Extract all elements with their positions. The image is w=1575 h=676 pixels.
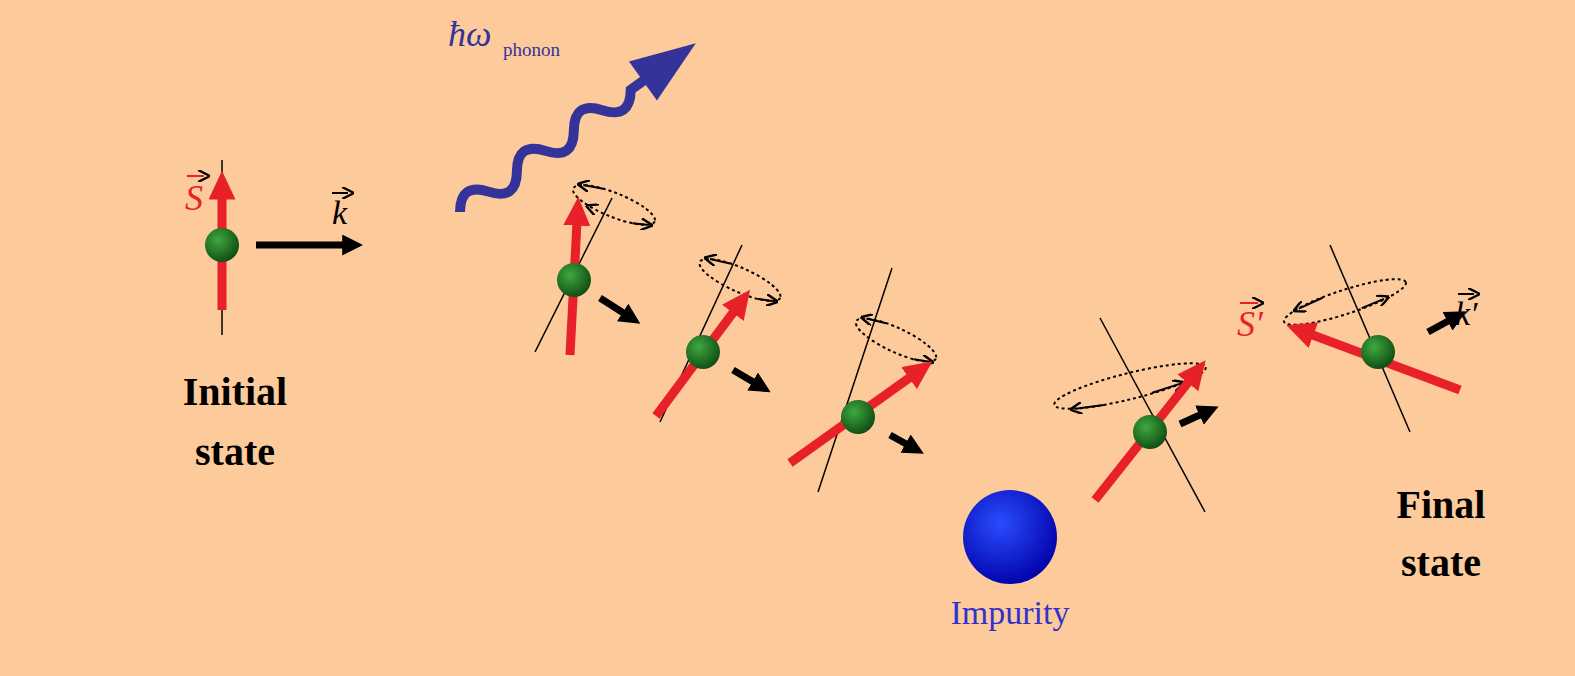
- spin-arrow: [1310, 334, 1460, 390]
- impurity-sphere: [963, 490, 1057, 584]
- precession-orbit: [1280, 271, 1409, 333]
- spin-arrow: [656, 310, 735, 416]
- precession-orbit: [569, 177, 660, 232]
- momentum-arrow: [733, 370, 755, 383]
- electron: [557, 263, 591, 297]
- precessing-electron: [656, 245, 785, 422]
- impurity-circle: [963, 490, 1057, 584]
- symbol-label: k′: [1455, 297, 1478, 331]
- vector-accents: [187, 176, 1474, 303]
- symbol-label: k: [332, 196, 347, 230]
- electron: [686, 335, 720, 369]
- vector-accent: [187, 175, 204, 177]
- impurity-node: Impurity: [963, 490, 1057, 584]
- initial-electron: [205, 160, 345, 335]
- phonon-wave: [446, 24, 710, 232]
- state-label: Final state: [1356, 476, 1526, 592]
- momentum-arrow: [600, 298, 625, 314]
- wave-head: [629, 24, 710, 101]
- momentum-arrow: [1428, 320, 1450, 332]
- spin-axis: [1330, 245, 1410, 432]
- wave-line: [453, 68, 654, 221]
- momentum-arrow: [256, 242, 345, 249]
- symbol-label: ħω: [448, 16, 491, 52]
- precession-orbit: [695, 251, 785, 309]
- symbol-label: S′: [1237, 306, 1263, 342]
- vector-accent: [332, 192, 348, 194]
- state-label: Initial state: [150, 362, 320, 482]
- precessing-electron: [790, 268, 941, 492]
- precessing-electron: [1051, 318, 1209, 512]
- vector-accent: [1240, 302, 1258, 304]
- electron: [1361, 335, 1395, 369]
- impurity-label: Impurity: [951, 596, 1070, 630]
- precessing-electron: [535, 177, 659, 355]
- final-electron: [1280, 245, 1460, 432]
- electron: [841, 400, 875, 434]
- vector-accent: [1458, 293, 1474, 295]
- spin-axis: [1100, 318, 1205, 512]
- symbol-label: S: [185, 180, 203, 216]
- electron: [205, 228, 239, 262]
- spin-axis: [818, 268, 892, 492]
- symbol-label: phonon: [503, 40, 560, 59]
- spin-arrow: [1095, 380, 1190, 500]
- electron: [1133, 415, 1167, 449]
- precession-orbit: [851, 311, 941, 370]
- momentum-arrow: [1180, 414, 1202, 424]
- momentum-arrow: [890, 435, 908, 445]
- spin-arrow: [790, 376, 912, 463]
